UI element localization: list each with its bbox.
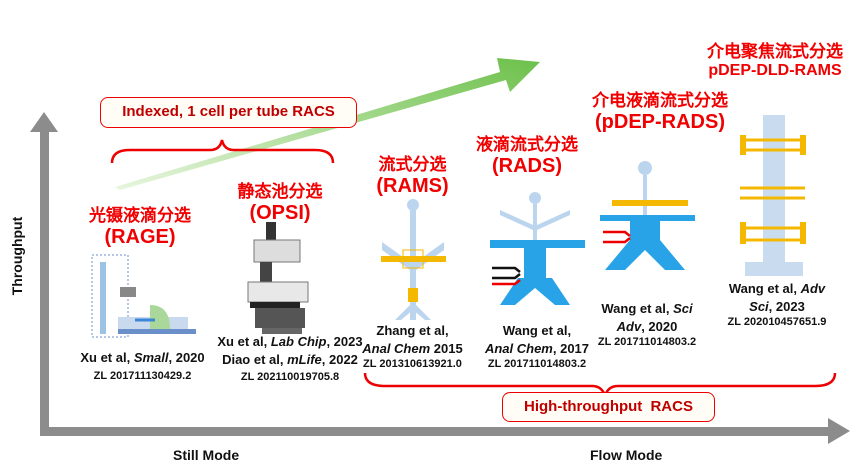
pdep-dld-rams-title: 介电聚焦流式分选 pDEP-DLD-RAMS	[707, 42, 843, 79]
throughput-label: Throughput	[9, 216, 25, 296]
y-axis	[40, 130, 49, 435]
y-axis-label: Throughput	[9, 216, 27, 296]
top-brace	[110, 139, 335, 164]
indexed-racs-banner: Indexed, 1 cell per tube RACS	[100, 97, 357, 128]
pdep-rads-chip-illustration	[600, 161, 695, 270]
rads-title: 液滴流式分选 (RADS)	[476, 135, 578, 177]
rads-citation: Wang et al, Anal Chem, 2017 ZL 201711014…	[484, 323, 590, 370]
rams-citation: Zhang et al, Anal Chem 2015 ZL 201310613…	[362, 323, 463, 370]
rage-title: 光镊液滴分选 (RAGE)	[89, 206, 191, 248]
pdep-rads-title: 介电液滴流式分选 (pDEP-RADS)	[592, 91, 728, 133]
still-mode-label: Still Mode	[173, 447, 240, 463]
rams-title: 流式分选 (RAMS)	[376, 155, 449, 197]
flow-mode-label: Flow Mode	[590, 447, 663, 463]
pdep-dld-rams-citation: Wang et al, Adv Sci, 2023 ZL 20201045765…	[727, 281, 827, 328]
rage-illustration	[91, 254, 196, 338]
y-axis-arrowhead	[30, 112, 58, 132]
pdep-dld-rams-chip-illustration	[740, 115, 806, 276]
rads-chip-illustration	[490, 192, 585, 305]
x-axis-arrowhead	[828, 418, 850, 444]
high-throughput-racs-banner: High-throughput RACS	[502, 392, 715, 422]
rage-citation: Xu et al, Small, 2020 ZL 201711130429.2	[80, 350, 205, 382]
rams-chip-illustration	[381, 199, 446, 320]
x-axis	[40, 427, 830, 436]
pdep-rads-citation: Wang et al, Sci Adv, 2020 ZL 20171101480…	[597, 301, 697, 348]
opsi-microscope-illustration	[247, 222, 309, 334]
opsi-title: 静态池分选 (OPSI)	[237, 182, 323, 224]
opsi-citation: Xu et al, Lab Chip, 2023 Diao et al, mLi…	[217, 334, 363, 383]
